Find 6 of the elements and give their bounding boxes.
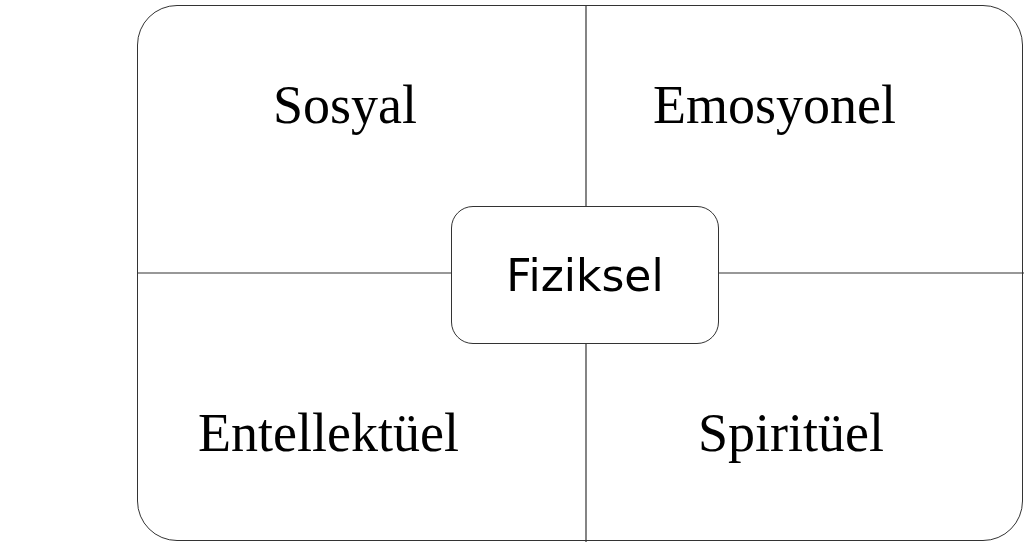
quadrant-label: Spiritüel	[698, 404, 884, 464]
quadrant-label: Sosyal	[273, 76, 418, 136]
quadrant-label: Entellektüel	[198, 404, 459, 464]
rounded-frame	[137, 5, 1023, 541]
center-box: Fiziksel	[451, 206, 719, 344]
quadrant-label: Emosyonel	[653, 76, 896, 136]
